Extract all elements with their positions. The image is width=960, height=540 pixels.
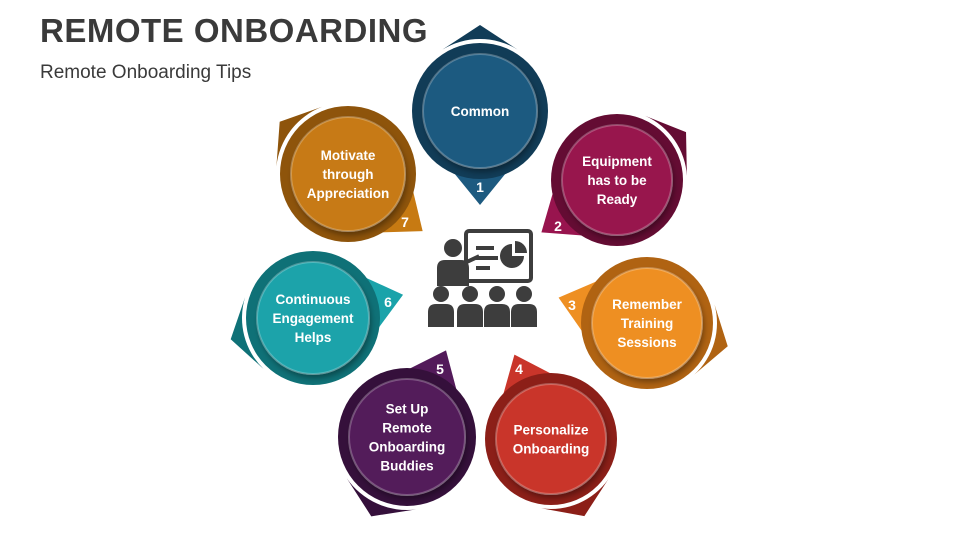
step-7-tail: [276, 106, 323, 167]
step-3-number: 3: [568, 297, 576, 313]
step-1-number: 1: [476, 179, 484, 195]
step-2-label-line: has to be: [587, 173, 647, 188]
step-7-number: 7: [401, 214, 409, 230]
step-3-label-line: Sessions: [617, 335, 676, 350]
step-7-label-line: through: [323, 167, 374, 182]
step-4-tail: [541, 479, 609, 517]
page-title: REMOTE ONBOARDING: [40, 12, 428, 49]
step-7-label-line: Appreciation: [307, 186, 390, 201]
step-5-label-line: Remote: [382, 421, 432, 436]
step-2-circle: [561, 124, 673, 236]
step-6-arrow: [365, 277, 404, 328]
step-5-tail: [346, 478, 417, 517]
step-2: Equipment has to be Ready 2: [541, 114, 687, 246]
step-4-label-line: Personalize: [513, 423, 589, 438]
step-1-circle: [422, 53, 538, 169]
step-6-tail: [230, 297, 264, 370]
step-3-label-line: Training: [621, 316, 674, 331]
step-4-number: 4: [515, 361, 523, 377]
step-1-arrow: [454, 173, 506, 205]
step-7-label-line: Motivate: [321, 148, 376, 163]
step-5-label-line: Onboarding: [369, 440, 446, 455]
step-2-tail: [645, 115, 687, 177]
step-6-label-line: Engagement: [272, 311, 354, 326]
step-5-circle: [348, 378, 466, 496]
step-3-label-line: Remember: [612, 297, 683, 312]
step-1-tail: [442, 25, 518, 50]
step-6-number: 6: [384, 294, 392, 310]
step-6-label-line: Continuous: [276, 292, 351, 307]
step-2-label-line: Equipment: [582, 154, 652, 169]
step-7-circle: [290, 116, 406, 232]
step-1-label: Common: [451, 104, 510, 119]
step-3-tail: [694, 304, 728, 375]
step-5-label-line: Buddies: [380, 459, 433, 474]
step-2-label: Equipment has to be Ready: [582, 154, 652, 207]
step-5-label-line: Set Up: [386, 402, 429, 417]
step-3-circle: [591, 267, 703, 379]
step-1-label-line: Common: [451, 104, 510, 119]
step-5-number: 5: [436, 361, 444, 377]
step-2-label-line: Ready: [597, 192, 638, 207]
step-1: Common 1: [412, 25, 548, 205]
step-4-circle: [495, 383, 607, 495]
step-4-label-line: Onboarding: [513, 442, 590, 457]
page-subtitle: Remote Onboarding Tips: [40, 62, 252, 83]
step-6-label-line: Helps: [295, 330, 332, 345]
presenter-audience-icon: [428, 229, 537, 327]
step-3-arrow: [558, 281, 597, 332]
step-2-number: 2: [554, 218, 562, 234]
step-6-circle: [256, 261, 370, 375]
